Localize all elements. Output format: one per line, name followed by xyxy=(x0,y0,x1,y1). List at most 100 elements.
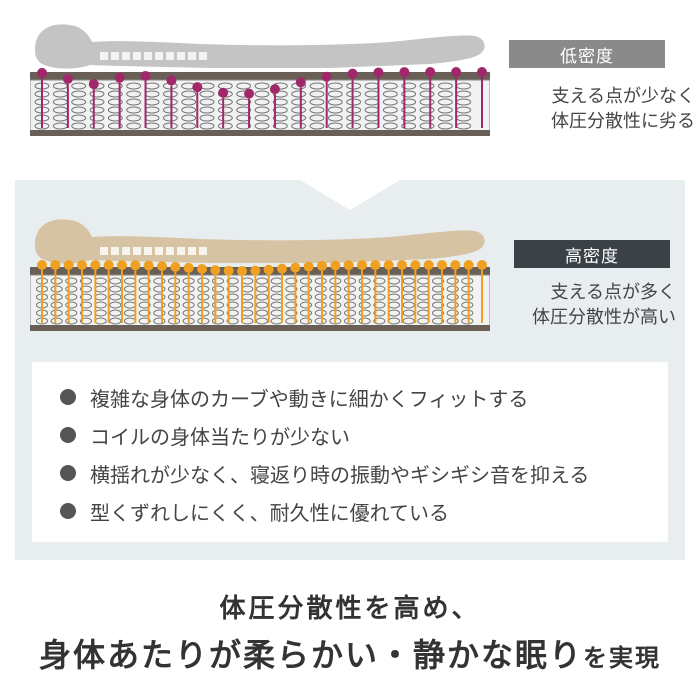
coil-ring xyxy=(65,317,78,325)
coil-ring xyxy=(461,301,474,309)
coil-ring xyxy=(107,90,123,98)
coil-ring xyxy=(314,309,327,317)
coil-ring xyxy=(346,122,362,130)
coil-ring xyxy=(89,98,105,106)
coil-ring xyxy=(285,277,298,285)
support-pin-head xyxy=(370,260,381,271)
coil-ring xyxy=(431,277,445,285)
feature-item: 型くずれしにくく、耐久性に優れている xyxy=(60,492,668,530)
feature-text: 型くずれしにくく、耐久性に優れている xyxy=(90,500,449,525)
coil-ring xyxy=(236,122,252,130)
spine-mark xyxy=(111,52,119,60)
mattress-top-layer xyxy=(30,72,490,80)
support-pin-head xyxy=(317,260,327,271)
coil-ring xyxy=(285,293,298,301)
spine-mark xyxy=(177,52,185,60)
feature-text: 横揺れが少なく、寝返り時の振動やギシギシ音を抑える xyxy=(90,462,590,487)
coil-ring xyxy=(71,106,87,114)
coil-ring xyxy=(71,90,87,98)
bullet-icon xyxy=(60,465,76,481)
coil-ring xyxy=(199,114,215,122)
coil-ring xyxy=(79,277,93,285)
coil-ring xyxy=(126,106,142,114)
low-density-mattress-illustration xyxy=(30,24,490,136)
coil-ring xyxy=(226,277,239,285)
spine-mark xyxy=(111,247,119,255)
support-pin-head xyxy=(90,260,101,271)
coil-ring xyxy=(446,301,459,309)
coil-ring xyxy=(401,98,417,106)
coil-ring xyxy=(401,82,417,90)
coil-ring xyxy=(217,114,233,122)
mattress-bottom-layer xyxy=(30,130,490,136)
coil-ring xyxy=(437,82,453,90)
coil-ring xyxy=(272,98,288,106)
coil-ring xyxy=(199,98,215,106)
coil-ring xyxy=(255,285,269,293)
coil-ring xyxy=(217,122,233,130)
coil-ring xyxy=(419,90,435,98)
support-pin-head xyxy=(277,263,287,274)
coil-ring xyxy=(107,82,123,90)
coil-ring xyxy=(373,293,386,301)
coil-ring xyxy=(291,114,307,122)
coil-ring xyxy=(254,122,270,130)
feature-item: コイルの身体当たりが少ない xyxy=(60,416,668,454)
coil-ring xyxy=(153,293,166,301)
coil-ring xyxy=(181,114,197,122)
coil-ring xyxy=(382,90,398,98)
spine-mark xyxy=(100,52,108,60)
coil-ring xyxy=(181,90,197,98)
coil-ring xyxy=(309,82,325,90)
coil-ring xyxy=(255,293,269,301)
coil-ring xyxy=(343,293,357,301)
coil-ring xyxy=(199,106,215,114)
high-density-mattress-illustration xyxy=(30,219,490,331)
feature-text: コイルの身体当たりが少ない xyxy=(90,424,350,449)
coil-ring xyxy=(226,285,239,293)
support-pin-head xyxy=(477,260,487,270)
coil-ring xyxy=(162,122,178,130)
coil-ring xyxy=(255,309,269,317)
support-pin-head xyxy=(437,260,447,271)
low-density-description: 支える点が少なく 体圧分散性に劣る xyxy=(500,84,695,134)
tagline-main: 身体あたりが柔らかい・静かな眠り xyxy=(38,636,583,674)
spine-mark xyxy=(122,247,130,255)
high-density-description-line1: 支える点が多く xyxy=(550,282,676,303)
coil-ring xyxy=(211,301,225,309)
coil-ring xyxy=(138,277,151,285)
coil-ring xyxy=(65,277,78,285)
coil-ring xyxy=(327,106,343,114)
coil-ring xyxy=(461,317,474,325)
coil-ring xyxy=(138,301,151,309)
support-pin-head xyxy=(192,82,203,93)
section-divider-arrow xyxy=(300,180,400,210)
low-density-diagram xyxy=(30,20,490,140)
coil-ring xyxy=(431,317,445,325)
coil-ring xyxy=(79,293,93,301)
low-density-description-line2: 体圧分散性に劣る xyxy=(551,111,695,132)
tagline-line2: 身体あたりが柔らかい・静かな眠りを実現 xyxy=(0,630,700,676)
support-pin-head xyxy=(383,260,394,271)
low-density-label: 低密度 xyxy=(509,40,665,68)
coil-ring xyxy=(211,285,225,293)
support-pin-head xyxy=(183,262,194,273)
coil-ring xyxy=(327,122,343,130)
coil-ring xyxy=(167,293,181,301)
support-pin-head xyxy=(250,265,261,276)
coil-ring xyxy=(358,277,371,285)
coil-ring xyxy=(211,309,225,317)
coil-ring xyxy=(109,285,122,293)
coil-ring xyxy=(107,106,123,114)
coil-ring xyxy=(138,293,151,301)
coil-ring xyxy=(431,301,445,309)
support-pin-head xyxy=(170,261,181,272)
coil-ring xyxy=(373,285,386,293)
support-pin-head xyxy=(410,260,421,271)
coil-ring xyxy=(138,309,151,317)
coil-ring xyxy=(255,277,269,285)
coil-ring xyxy=(446,317,459,325)
bullet-icon xyxy=(60,389,76,405)
mattress-core xyxy=(30,274,490,328)
coil-ring xyxy=(162,114,178,122)
